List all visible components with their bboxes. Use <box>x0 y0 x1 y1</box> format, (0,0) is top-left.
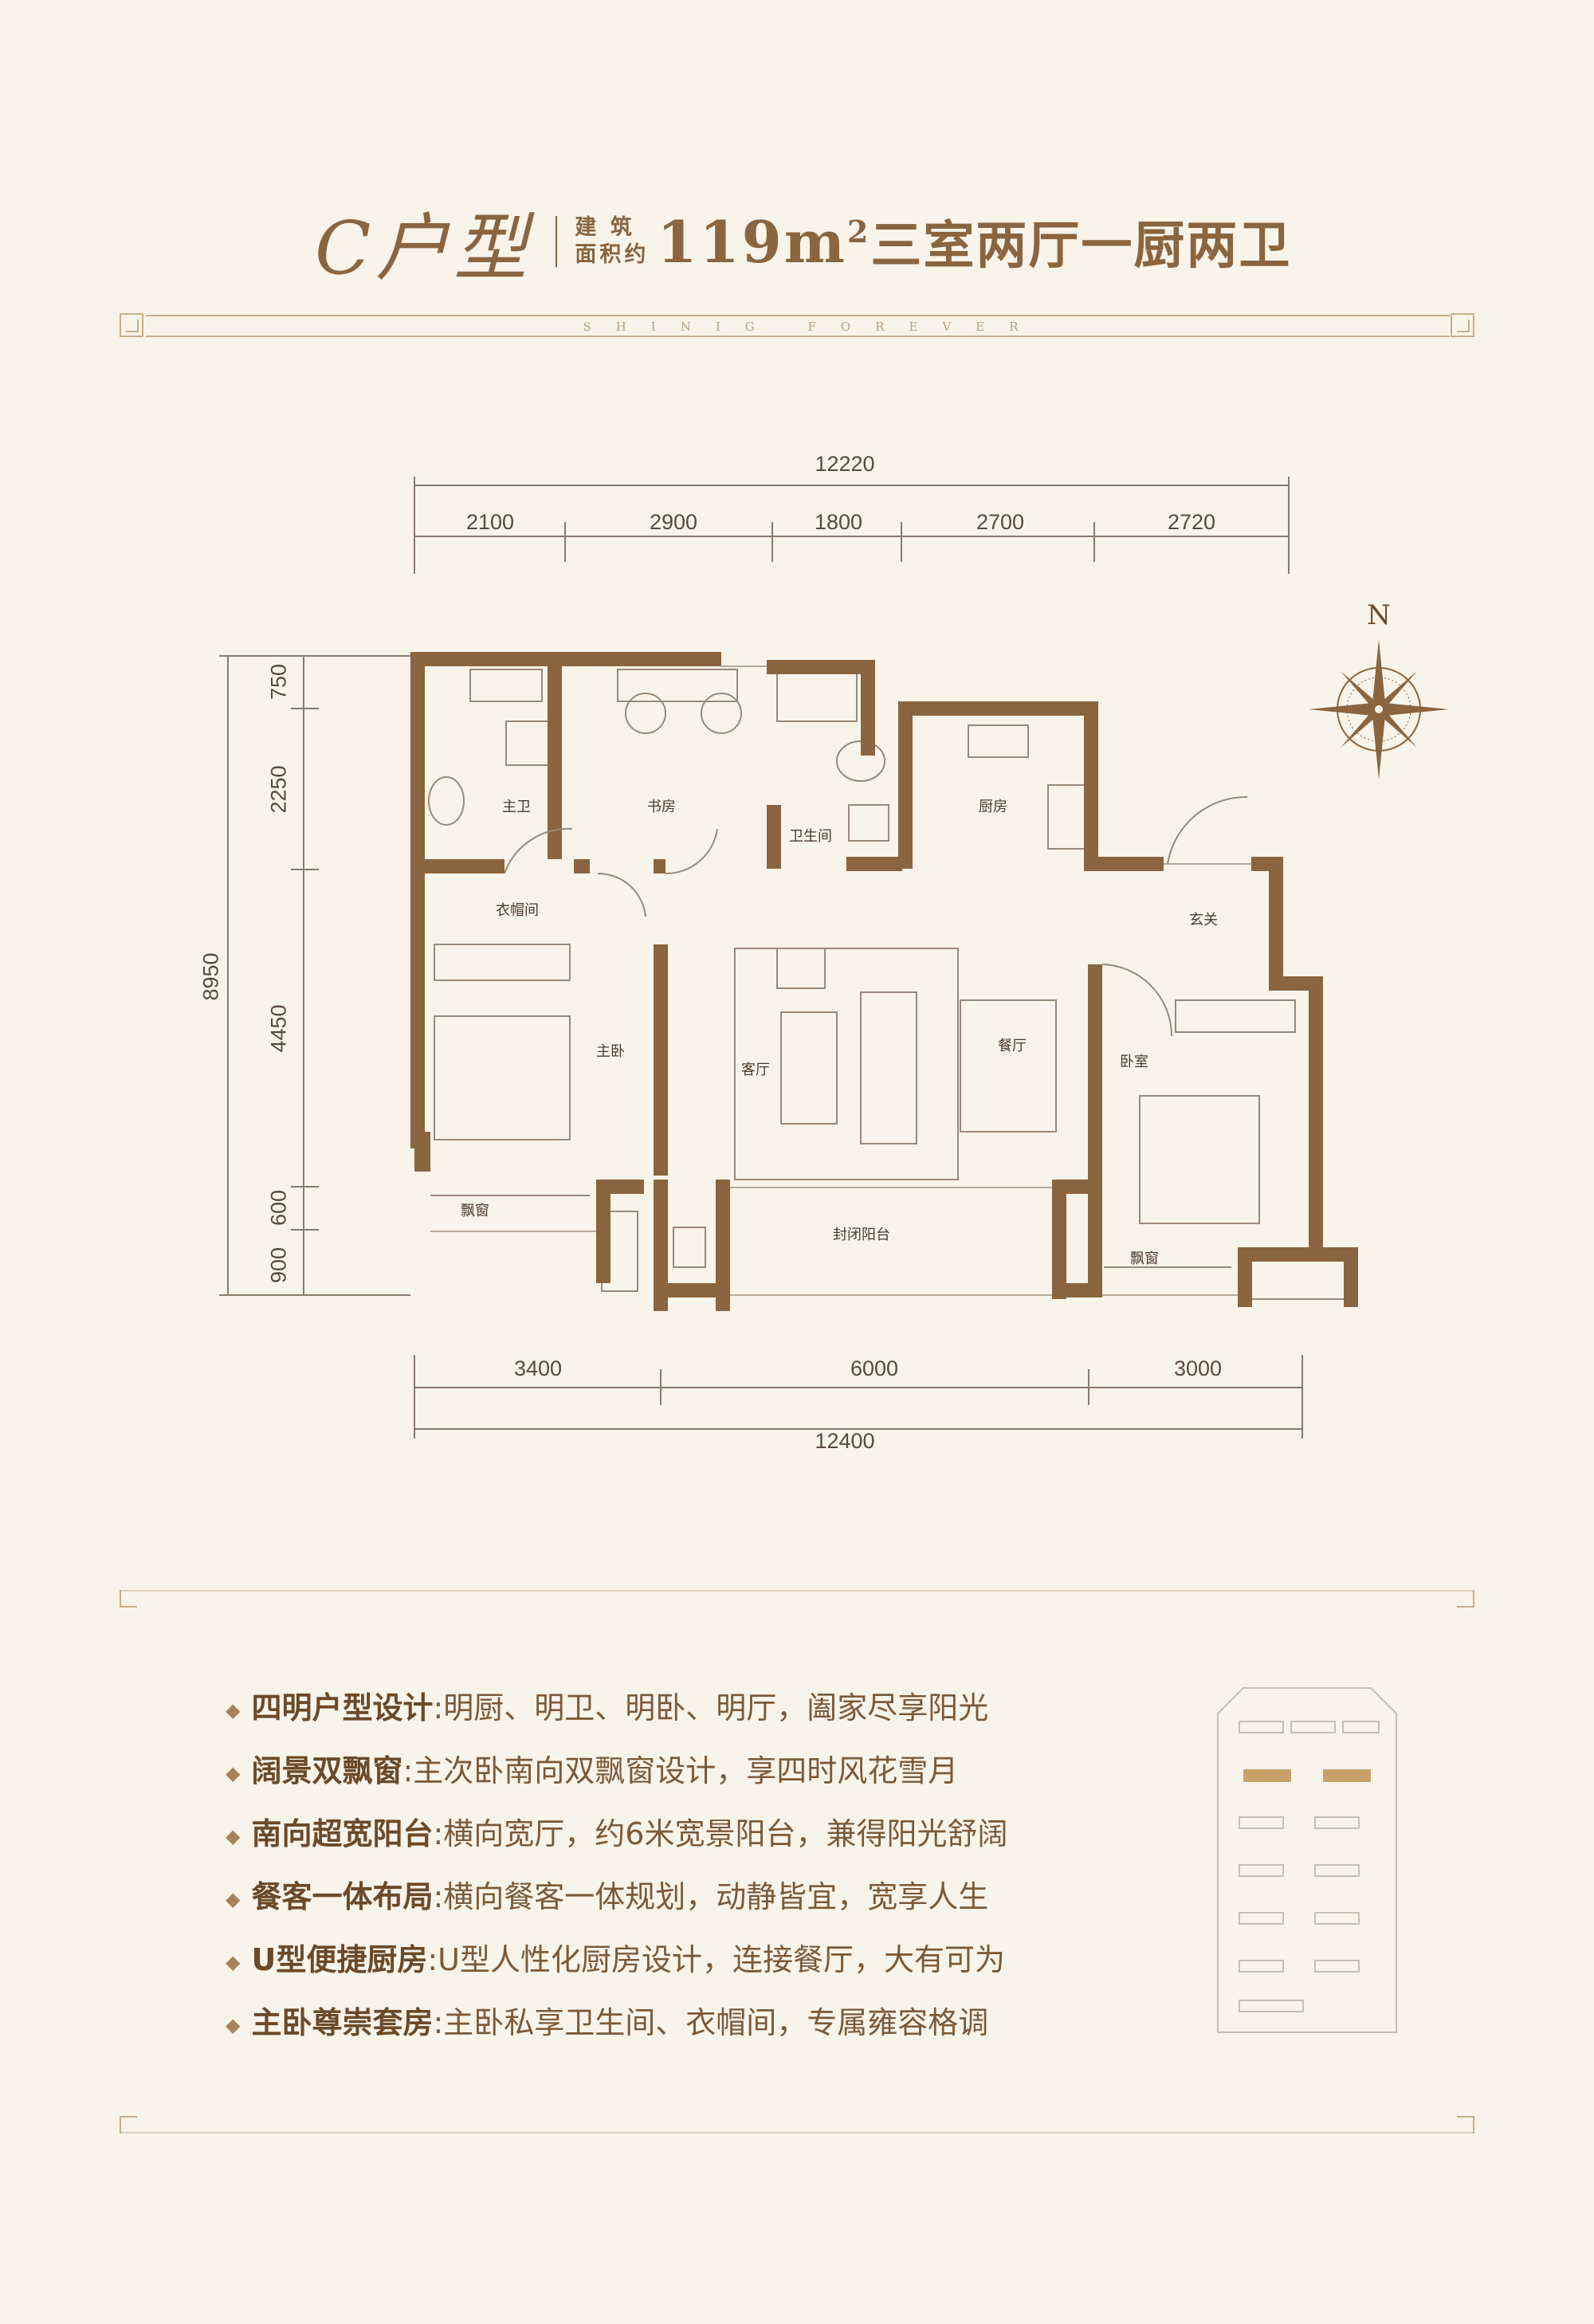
diamond-icon: ◆ <box>226 2013 241 2036</box>
dim-line-bottom-segments <box>414 1387 1302 1388</box>
dim-tick <box>291 1186 319 1188</box>
band-line-top <box>146 315 1450 316</box>
feature-item: ◆U型便捷厨房:U型人性化厨房设计，连接餐厅，大有可为 <box>226 1942 1005 1977</box>
feature-item: ◆阔景双飘窗:主次卧南向双飘窗设计，享四时风花雪月 <box>226 1753 959 1788</box>
dim-top-total: 12220 <box>815 452 875 476</box>
dim-line-left-segments <box>303 655 304 1294</box>
diamond-icon: ◆ <box>226 1824 241 1847</box>
room-master-bath: 主卫 <box>502 799 531 815</box>
dim-tick <box>414 477 415 574</box>
site-plan-thumbnail <box>1217 1687 1397 2033</box>
dim-line-bottom-total <box>414 1428 1302 1430</box>
plan-glazing <box>430 665 1251 1296</box>
feature-item: ◆主卧尊崇套房:主卧私享卫生间、衣帽间，专属雍容格调 <box>226 2005 989 2040</box>
area-label-top: 建 筑 <box>575 215 635 240</box>
room-bay-window-left: 飘窗 <box>461 1203 489 1219</box>
dim-tick <box>901 522 902 562</box>
room-bay-window-right: 飘窗 <box>1130 1250 1159 1267</box>
plan-walls <box>410 652 1358 1311</box>
title-separator <box>556 216 558 267</box>
dim-tick <box>771 522 773 562</box>
room-cloakroom: 衣帽间 <box>496 902 539 919</box>
diamond-icon: ◆ <box>226 1950 241 1973</box>
compass-north-label: N <box>1367 599 1391 631</box>
dim-top-seg: 1800 <box>814 510 863 534</box>
floor-plan: 主卫 书房 卫生间 厨房 衣帽间 玄关 主卧 客厅 餐厅 卧室 飘窗 封闭阳台 … <box>410 652 1358 1311</box>
dim-line-top-segments <box>414 536 1288 537</box>
diamond-icon: ◆ <box>226 1887 241 1910</box>
room-dining: 餐厅 <box>998 1038 1027 1054</box>
dim-bottom-seg: 3000 <box>1173 1356 1223 1380</box>
room-bathroom: 卫生间 <box>789 828 832 845</box>
dim-tick <box>414 1355 415 1439</box>
room-living: 客厅 <box>741 1062 770 1078</box>
area-label-bottom: 面积约 <box>575 242 650 267</box>
dim-line-left-total <box>227 655 229 1294</box>
frame-corner <box>120 1590 137 1608</box>
frame-corner <box>120 2116 137 2134</box>
dim-tick <box>291 1229 319 1231</box>
diamond-icon: ◆ <box>226 1761 241 1784</box>
room-master-bedroom: 主卧 <box>596 1043 625 1060</box>
dim-tick <box>660 1369 662 1405</box>
dim-tick <box>1302 1355 1303 1439</box>
area-value: 119m2 <box>657 207 871 276</box>
diamond-icon: ◆ <box>226 1698 241 1721</box>
feature-item: ◆餐客一体布局:横向餐客一体规划，动静皆宜，宽享人生 <box>226 1879 989 1914</box>
plan-furniture <box>428 669 1348 1300</box>
room-foyer: 玄关 <box>1189 912 1218 928</box>
compass-rose-icon <box>1309 639 1449 779</box>
dim-tick <box>564 522 566 562</box>
dim-bottom-total: 12400 <box>815 1429 875 1453</box>
feature-item: ◆四明户型设计:明厨、明卫、明卧、明厅，阖家尽享阳光 <box>226 1690 989 1725</box>
features-frame-bottom <box>120 2132 1474 2134</box>
band-line-bottom <box>146 336 1450 337</box>
dim-tick <box>219 655 410 657</box>
dim-line-top-total <box>414 485 1288 486</box>
plan-doors <box>504 795 1248 1037</box>
frame-corner <box>1457 2116 1474 2134</box>
fret-ornament-left <box>120 313 143 337</box>
room-balcony: 封闭阳台 <box>833 1227 890 1243</box>
dim-tick <box>219 1294 410 1296</box>
dim-bottom-seg: 6000 <box>850 1356 899 1380</box>
frame-corner <box>1457 1590 1474 1608</box>
band-text: SHINIG FOREVER <box>583 320 1043 334</box>
dim-tick <box>291 869 319 870</box>
dim-top-seg: 2700 <box>976 510 1025 534</box>
dim-tick <box>291 708 319 709</box>
room-config: 三室两厅一厨两卫 <box>870 216 1292 276</box>
room-kitchen: 厨房 <box>979 799 1007 815</box>
dim-tick <box>1088 1369 1089 1405</box>
room-study: 书房 <box>647 799 676 815</box>
features-frame-top <box>120 1590 1474 1592</box>
fret-ornament-right <box>1451 313 1474 337</box>
unit-type-title: C户型 <box>315 205 532 291</box>
dim-tick <box>1093 522 1095 562</box>
dim-tick <box>1288 477 1290 574</box>
dim-top-seg: 2100 <box>465 510 515 534</box>
title-block: C户型 建 筑 面积约 119m2 三室两厅一厨两卫 <box>315 198 1292 291</box>
dim-top-seg: 2900 <box>649 510 698 534</box>
room-bedroom: 卧室 <box>1120 1054 1148 1070</box>
dim-bottom-seg: 3400 <box>513 1356 563 1380</box>
dim-top-seg: 2720 <box>1167 510 1216 534</box>
area-label: 建 筑 面积约 <box>575 214 649 269</box>
feature-item: ◆南向超宽阳台:横向宽厅，约6米宽景阳台，兼得阳光舒阔 <box>226 1816 1008 1851</box>
plan-room-labels: 主卫 书房 卫生间 厨房 衣帽间 玄关 主卧 客厅 餐厅 卧室 飘窗 封闭阳台 … <box>461 799 1218 1267</box>
